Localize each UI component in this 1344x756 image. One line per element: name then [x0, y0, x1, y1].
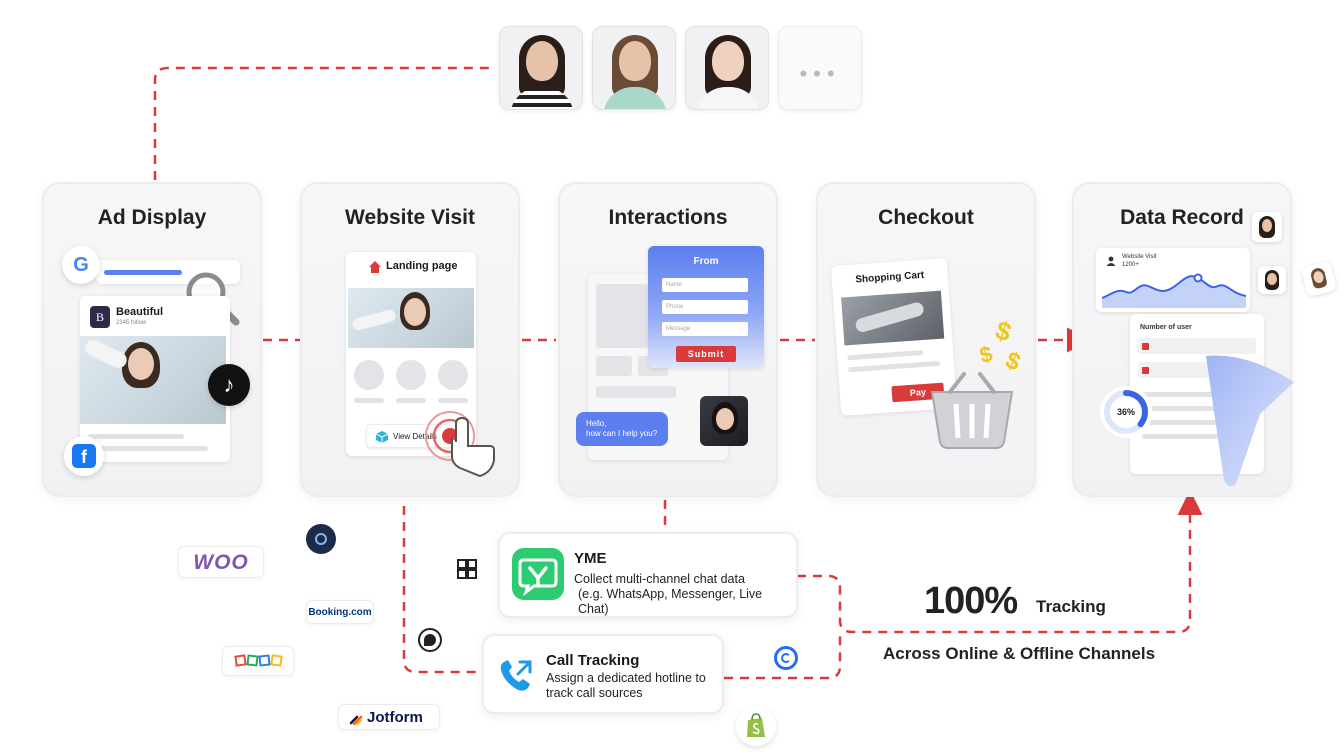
stage-title: Ad Display [97, 206, 207, 229]
stage-title: Website Visit [345, 206, 475, 229]
conversion-donut: 36% [1100, 386, 1152, 438]
name-field[interactable]: Name [662, 278, 748, 292]
user-avatar-small [1300, 260, 1338, 298]
call-tracking-title: Call Tracking [546, 652, 640, 669]
yme-description-line-2: (e.g. WhatsApp, Messenger, Live Chat) [578, 587, 763, 616]
brand-followers: 2345 follow [116, 320, 147, 326]
website-visit-chart-panel: Website Visit 1200+ [1096, 248, 1250, 312]
donut-value: 36% [1117, 407, 1135, 417]
user-avatar-small [1252, 212, 1282, 242]
ad-post-card: B Beautiful 2345 follow [80, 296, 230, 462]
call-tracking-description-line-2: track call sources [546, 686, 643, 700]
submit-button[interactable]: Submit [676, 346, 736, 362]
brand-name: Beautiful [116, 306, 164, 318]
connector-website-to-call [402, 506, 484, 674]
jotform-logo: Jotform [338, 704, 440, 730]
agent-photo [700, 396, 748, 446]
click-cursor-icon [425, 411, 495, 478]
stage-card-checkout: Checkout Shopping Cart Pay $ $ $ [816, 182, 1036, 497]
jotform-mark-icon [349, 715, 363, 725]
grid-form-icon [457, 559, 477, 579]
calendly-logo-icon [774, 646, 798, 670]
customer-avatar-3 [685, 26, 769, 110]
cart-title: Shopping Cart [855, 269, 925, 286]
funnel-icon [1206, 355, 1294, 487]
form-title: From [693, 256, 719, 267]
zoho-logo [222, 646, 294, 676]
stage-title: Checkout [878, 206, 974, 229]
landing-page-label: Landing page [386, 260, 458, 272]
bird-logo-icon [418, 628, 442, 652]
product-image [841, 290, 945, 346]
contact-form: From Name Phone Message Submit [648, 246, 764, 368]
partner-logo-icon [306, 524, 336, 554]
chat-bubble: Hello, how can I help you? [576, 412, 668, 446]
cube-icon [375, 431, 389, 443]
phone-call-icon [500, 660, 532, 691]
yme-logo-icon [512, 548, 564, 600]
message-field[interactable]: Message [662, 322, 748, 336]
tracking-percent: 100% [924, 580, 1018, 622]
shopify-logo-icon [736, 706, 776, 746]
woocommerce-logo: WOO [178, 546, 264, 578]
stage-title: Data Record [1120, 206, 1244, 229]
more-avatars-placeholder: ••• [778, 26, 862, 110]
phone-field[interactable]: Phone [662, 300, 748, 314]
customer-avatar-1 [499, 26, 583, 110]
number-of-user-label: Number of user [1140, 324, 1192, 331]
stage-title: Interactions [608, 206, 728, 229]
call-tracking-card: Call Tracking Assign a dedicated hotline… [482, 634, 724, 714]
user-avatar-small [1258, 266, 1286, 294]
user-icon [1106, 256, 1116, 266]
ellipsis-icon: ••• [799, 61, 841, 86]
ad-photo [80, 336, 226, 424]
dollar-icon: $ [977, 340, 995, 369]
home-icon [369, 261, 381, 273]
landing-page-mockup: Landing page View Details [346, 252, 476, 456]
landing-photo [348, 288, 474, 348]
brand-logo: B [90, 306, 110, 328]
stage-card-website-visit: Website Visit Landing page V [300, 182, 520, 497]
customer-avatar-2 [592, 26, 676, 110]
facebook-icon: f [64, 436, 104, 476]
website-visit-count: 1200+ [1122, 262, 1139, 268]
yme-title: YME [574, 550, 607, 567]
stage-card-ad-display: Ad Display G B Beautiful 2345 follow ♪ f [42, 182, 262, 497]
yme-description-line-1: Collect multi-channel chat data [574, 572, 745, 586]
website-visit-label: Website Visit [1122, 254, 1157, 260]
basket-icon [930, 372, 1014, 449]
stage-card-interactions: Interactions From Name Phone Message Sub… [558, 182, 778, 497]
dollar-icon: $ [1001, 346, 1025, 377]
dollar-icon: $ [991, 314, 1015, 348]
call-tracking-description-line-1: Assign a dedicated hotline to [546, 671, 706, 685]
tracking-label: Tracking [1036, 597, 1106, 616]
channels-caption: Across Online & Offline Channels [883, 644, 1156, 663]
tiktok-icon: ♪ [208, 364, 250, 406]
yme-tool-card: YME Collect multi-channel chat data (e.g… [498, 532, 798, 618]
connector-ad-to-avatars [153, 66, 495, 180]
google-icon: G [62, 246, 100, 284]
booking-logo: Booking.com [306, 600, 374, 624]
visit-trend-line [1102, 273, 1246, 308]
